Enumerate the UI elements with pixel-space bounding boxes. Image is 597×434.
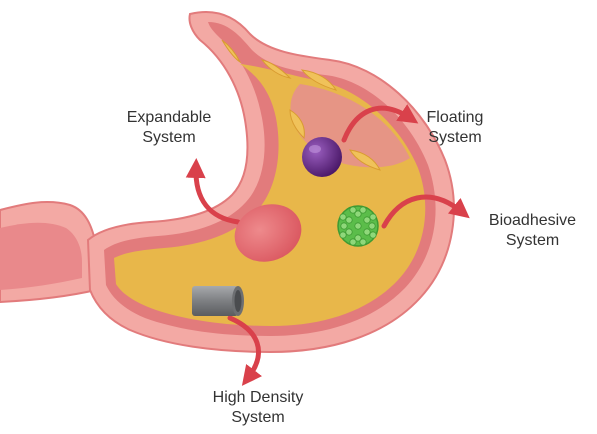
high-density-capsule xyxy=(192,286,244,316)
high-density-line2: System xyxy=(231,409,285,426)
floating-line2: System xyxy=(428,129,482,146)
sphere-bump xyxy=(363,228,371,236)
sphere-bump xyxy=(339,231,347,239)
sphere-bump xyxy=(339,213,347,221)
sphere-bump xyxy=(349,238,357,246)
sphere-bump xyxy=(354,234,362,242)
bioadhesive-line1: Bioadhesive xyxy=(488,212,577,229)
duodenum xyxy=(0,201,97,304)
sphere-bump xyxy=(354,222,362,230)
bioadhesive-line2: System xyxy=(505,232,560,249)
sphere-bump xyxy=(363,216,371,224)
sphere-bump xyxy=(340,222,348,230)
floating-system-label: Floating System xyxy=(400,108,510,148)
sphere-bump xyxy=(368,222,376,230)
sphere-bump xyxy=(354,210,362,218)
floating-pill xyxy=(302,137,342,177)
bioadhesive-sphere xyxy=(337,205,379,247)
expandable-arrow xyxy=(185,158,241,225)
sphere-bump xyxy=(349,206,357,214)
floating-line1: Floating xyxy=(426,109,484,126)
high-density-arrow xyxy=(227,315,263,386)
sphere-bump xyxy=(345,216,353,224)
bioadhesive-system-label: Bioadhesive System xyxy=(470,211,595,251)
expandable-line1: Expandable xyxy=(126,109,212,126)
sphere-bump xyxy=(345,228,353,236)
high-density-line1: High Density xyxy=(212,389,304,406)
bioadhesive-arrow xyxy=(381,194,470,229)
sphere-bump xyxy=(359,238,367,246)
sphere-bump xyxy=(369,231,377,239)
floating-arrow xyxy=(341,104,419,143)
expandable-line2: System xyxy=(142,129,196,146)
expandable-body xyxy=(234,204,302,262)
sphere-bump xyxy=(359,206,367,214)
sphere-bump xyxy=(369,213,377,221)
gastric-folds xyxy=(221,39,381,171)
expandable-system-label: Expandable System xyxy=(104,108,234,148)
high-density-system-label: High Density System xyxy=(178,388,338,428)
arrows xyxy=(185,104,470,386)
